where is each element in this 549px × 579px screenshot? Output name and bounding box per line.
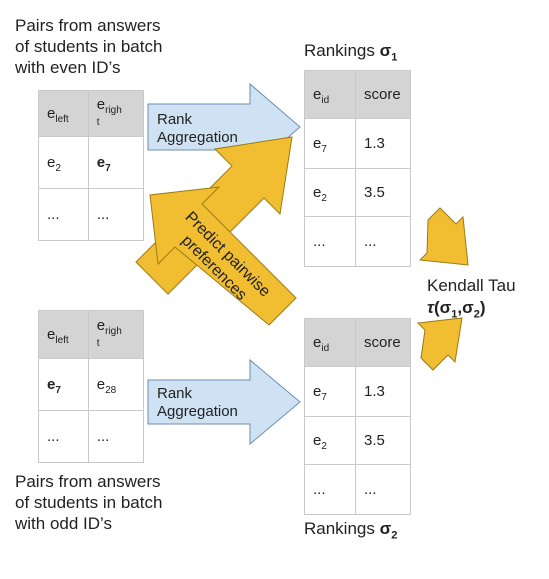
tau-symbol: τ <box>427 298 434 317</box>
rankings-text: Rankings <box>304 41 380 60</box>
cell-score: 3.5 <box>355 168 411 217</box>
caption-line: with even ID’s <box>15 58 121 77</box>
rankings-bottom-label: Rankings σ2 <box>304 518 397 546</box>
cell-score: 1.3 <box>355 118 411 169</box>
cell-ellipsis: ... <box>304 464 356 515</box>
cell-ellipsis: ... <box>38 188 89 241</box>
kendall-arrow-top <box>418 207 469 266</box>
rank-aggregation-arrow-bottom <box>147 358 301 446</box>
paren-close: ) <box>479 298 486 317</box>
caption-line: of students in batch <box>15 493 163 512</box>
cell-right: e28 <box>87 358 145 411</box>
caption-line: with odd ID’s <box>15 514 113 533</box>
header-e-left: eleft <box>38 310 89 359</box>
ranking-table-sigma2: eid score e7 1.3 e2 3.5 ... ... <box>304 318 411 515</box>
sigma-symbol: σ <box>379 519 392 538</box>
rankings-text: Rankings <box>304 519 380 538</box>
cell-right: e7 <box>87 136 145 189</box>
sigma-symbol: σ <box>439 298 452 317</box>
kendall-tau-label: Kendall Tau τ(σ1,σ2) <box>427 275 516 325</box>
tau-formula: τ(σ1,σ2) <box>427 297 516 325</box>
kendall-arrow-bottom <box>416 317 463 371</box>
header-e-id: eid <box>304 318 356 367</box>
arrow-label: Rank <box>157 385 193 402</box>
sigma-subscript: 1 <box>451 308 458 321</box>
cell-ellipsis: ... <box>355 216 411 267</box>
arrow-label: Aggregation <box>157 129 238 146</box>
arrow-label: Aggregation <box>157 403 238 420</box>
paren-open: ( <box>433 298 440 317</box>
cell-ellipsis: ... <box>87 188 145 241</box>
header-e-left: eleft <box>38 90 89 137</box>
rankings-top-label: Rankings σ1 <box>304 40 397 68</box>
kendall-text: Kendall Tau <box>427 276 516 295</box>
sigma-subscript: 1 <box>391 51 398 64</box>
ranking-table-sigma1: eid score e7 1.3 e2 3.5 ... ... <box>304 70 411 267</box>
cell-score: 1.3 <box>355 366 411 417</box>
predict-arrow-up-left <box>149 186 297 326</box>
sigma-symbol: σ <box>379 41 392 60</box>
caption-odd-batch: Pairs from answers of students in batch … <box>15 471 162 534</box>
caption-line: Pairs from answers <box>15 472 161 491</box>
cell-ellipsis: ... <box>38 410 89 463</box>
cell-left: e2 <box>38 136 89 189</box>
cell-id: e2 <box>304 168 356 217</box>
sigma-subscript: 2 <box>391 529 398 542</box>
sigma-subscript: 2 <box>473 308 480 321</box>
header-score: score <box>355 318 411 367</box>
arrow-label: Rank <box>157 111 193 128</box>
cell-ellipsis: ... <box>87 410 145 463</box>
cell-ellipsis: ... <box>355 464 411 515</box>
caption-even-batch: Pairs from answers of students in batch … <box>15 15 162 78</box>
cell-score: 3.5 <box>355 416 411 465</box>
caption-line: of students in batch <box>15 37 163 56</box>
cell-ellipsis: ... <box>304 216 356 267</box>
sigma-symbol: σ <box>462 298 474 317</box>
caption-line: Pairs from answers <box>15 16 161 35</box>
comma: , <box>457 298 463 317</box>
